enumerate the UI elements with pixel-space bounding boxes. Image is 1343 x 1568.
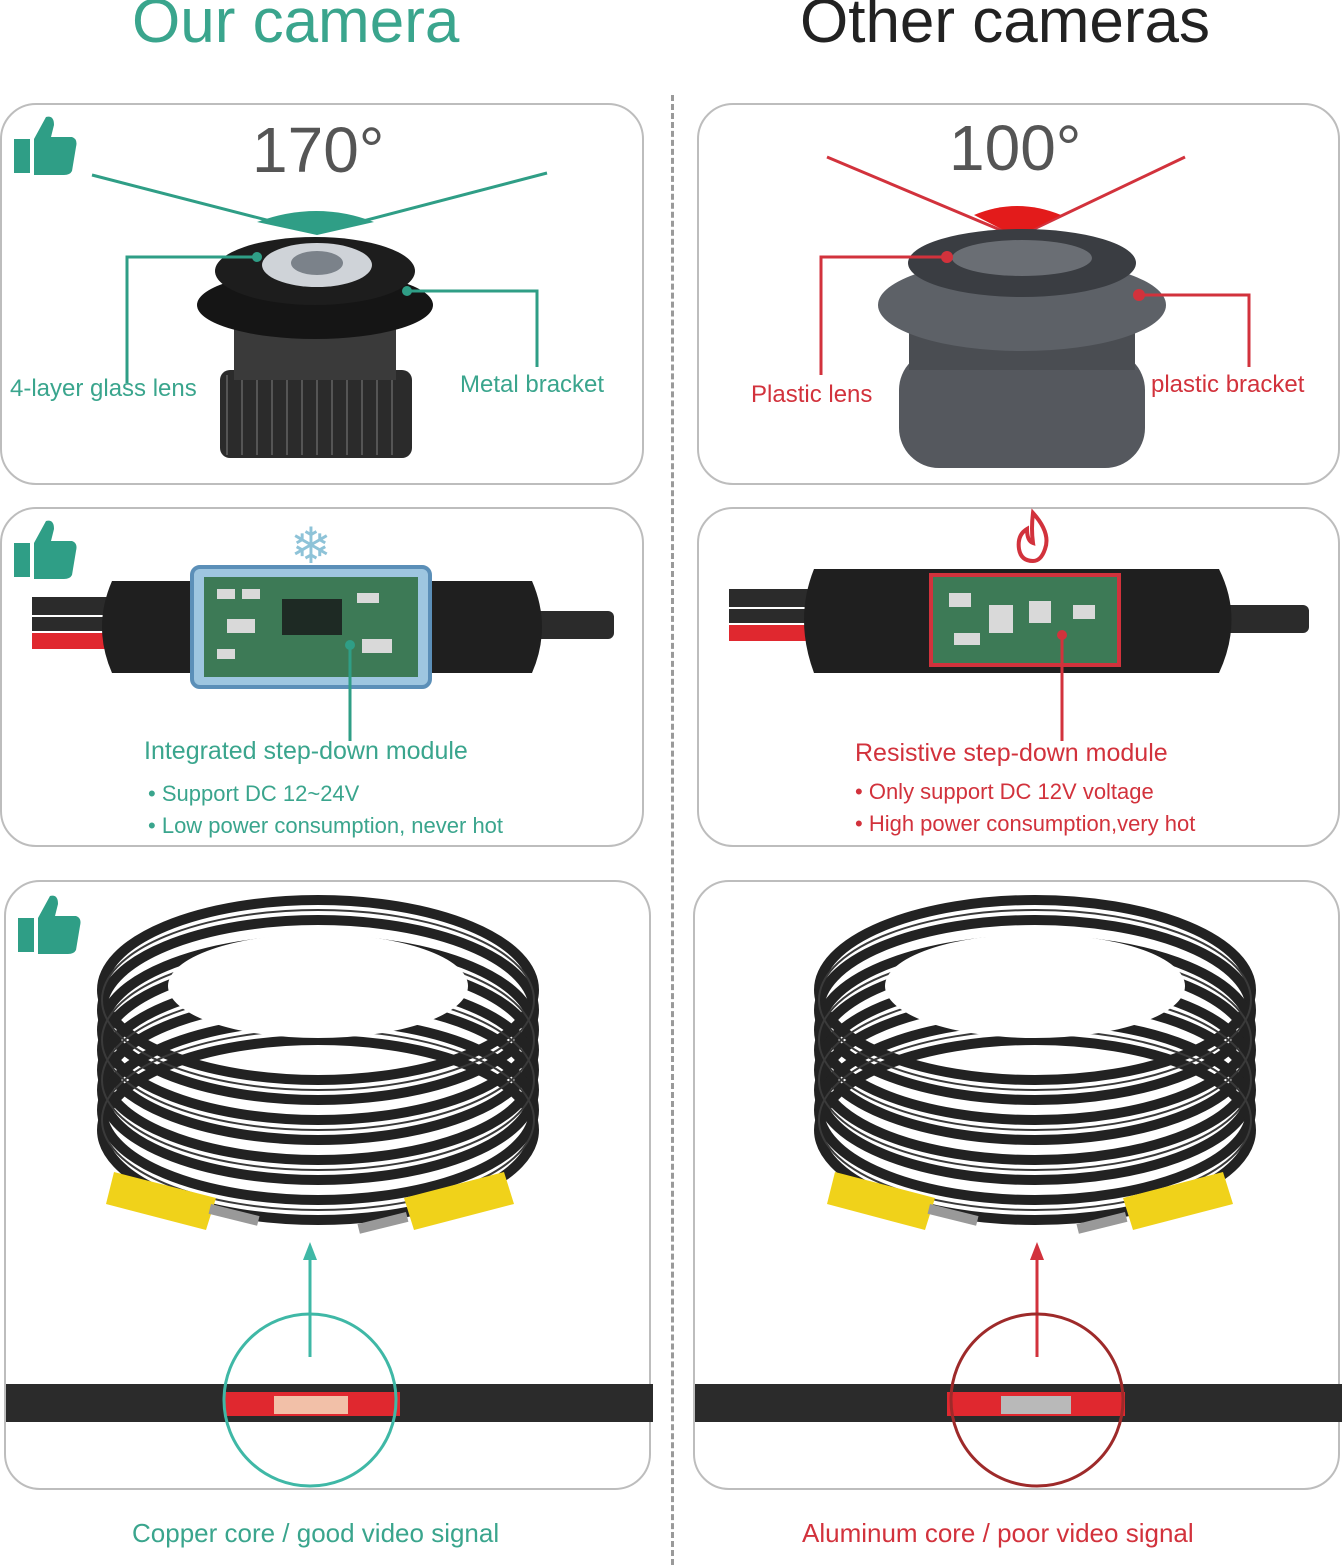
label-glass-lens: 4-layer glass lens xyxy=(10,375,197,402)
other-lens-illustration xyxy=(819,155,1251,468)
our-cable-illustration xyxy=(6,895,653,1488)
panel-our-cable xyxy=(4,880,653,1490)
heading-other-cameras: Other cameras xyxy=(800,0,1211,56)
heading-our-camera: Our camera xyxy=(132,0,460,56)
caption-copper-core: Copper core / good video signal xyxy=(132,1518,500,1548)
center-divider xyxy=(671,95,674,1565)
our-module-title: Integrated step-down module xyxy=(144,737,468,765)
label-metal-bracket: Metal bracket xyxy=(460,371,605,398)
snowflake-icon: ❄ xyxy=(290,518,332,574)
viewing-angle-others: 100° xyxy=(949,112,1082,184)
our-lens-illustration xyxy=(91,171,548,458)
other-cable-illustration xyxy=(695,895,1342,1488)
panel-our-module: ❄ Integrated step-down module • Support … xyxy=(0,507,644,847)
panel-other-lens: 100° Plastic lens plastic bracket xyxy=(697,103,1340,485)
other-module-illustration xyxy=(729,569,1309,741)
our-module-bullet-1: • Support DC 12~24V xyxy=(148,781,360,806)
panel-other-module: Resistive step-down module • Only suppor… xyxy=(697,507,1340,847)
panel-other-cable xyxy=(693,880,1342,1490)
other-module-title: Resistive step-down module xyxy=(855,739,1168,767)
our-module-bullet-2: • Low power consumption, never hot xyxy=(148,813,504,838)
panel-our-lens: 170° 4-layer glass lens Metal bracket xyxy=(0,103,644,485)
other-module-bullet-2: • High power consumption,very hot xyxy=(855,811,1196,836)
viewing-angle-ours: 170° xyxy=(252,114,385,186)
caption-aluminum-core: Aluminum core / poor video signal xyxy=(802,1518,1194,1548)
label-plastic-lens: Plastic lens xyxy=(751,381,873,408)
other-module-bullet-1: • Only support DC 12V voltage xyxy=(855,779,1154,804)
our-module-illustration xyxy=(32,565,614,741)
label-plastic-bracket: plastic bracket xyxy=(1151,371,1305,398)
